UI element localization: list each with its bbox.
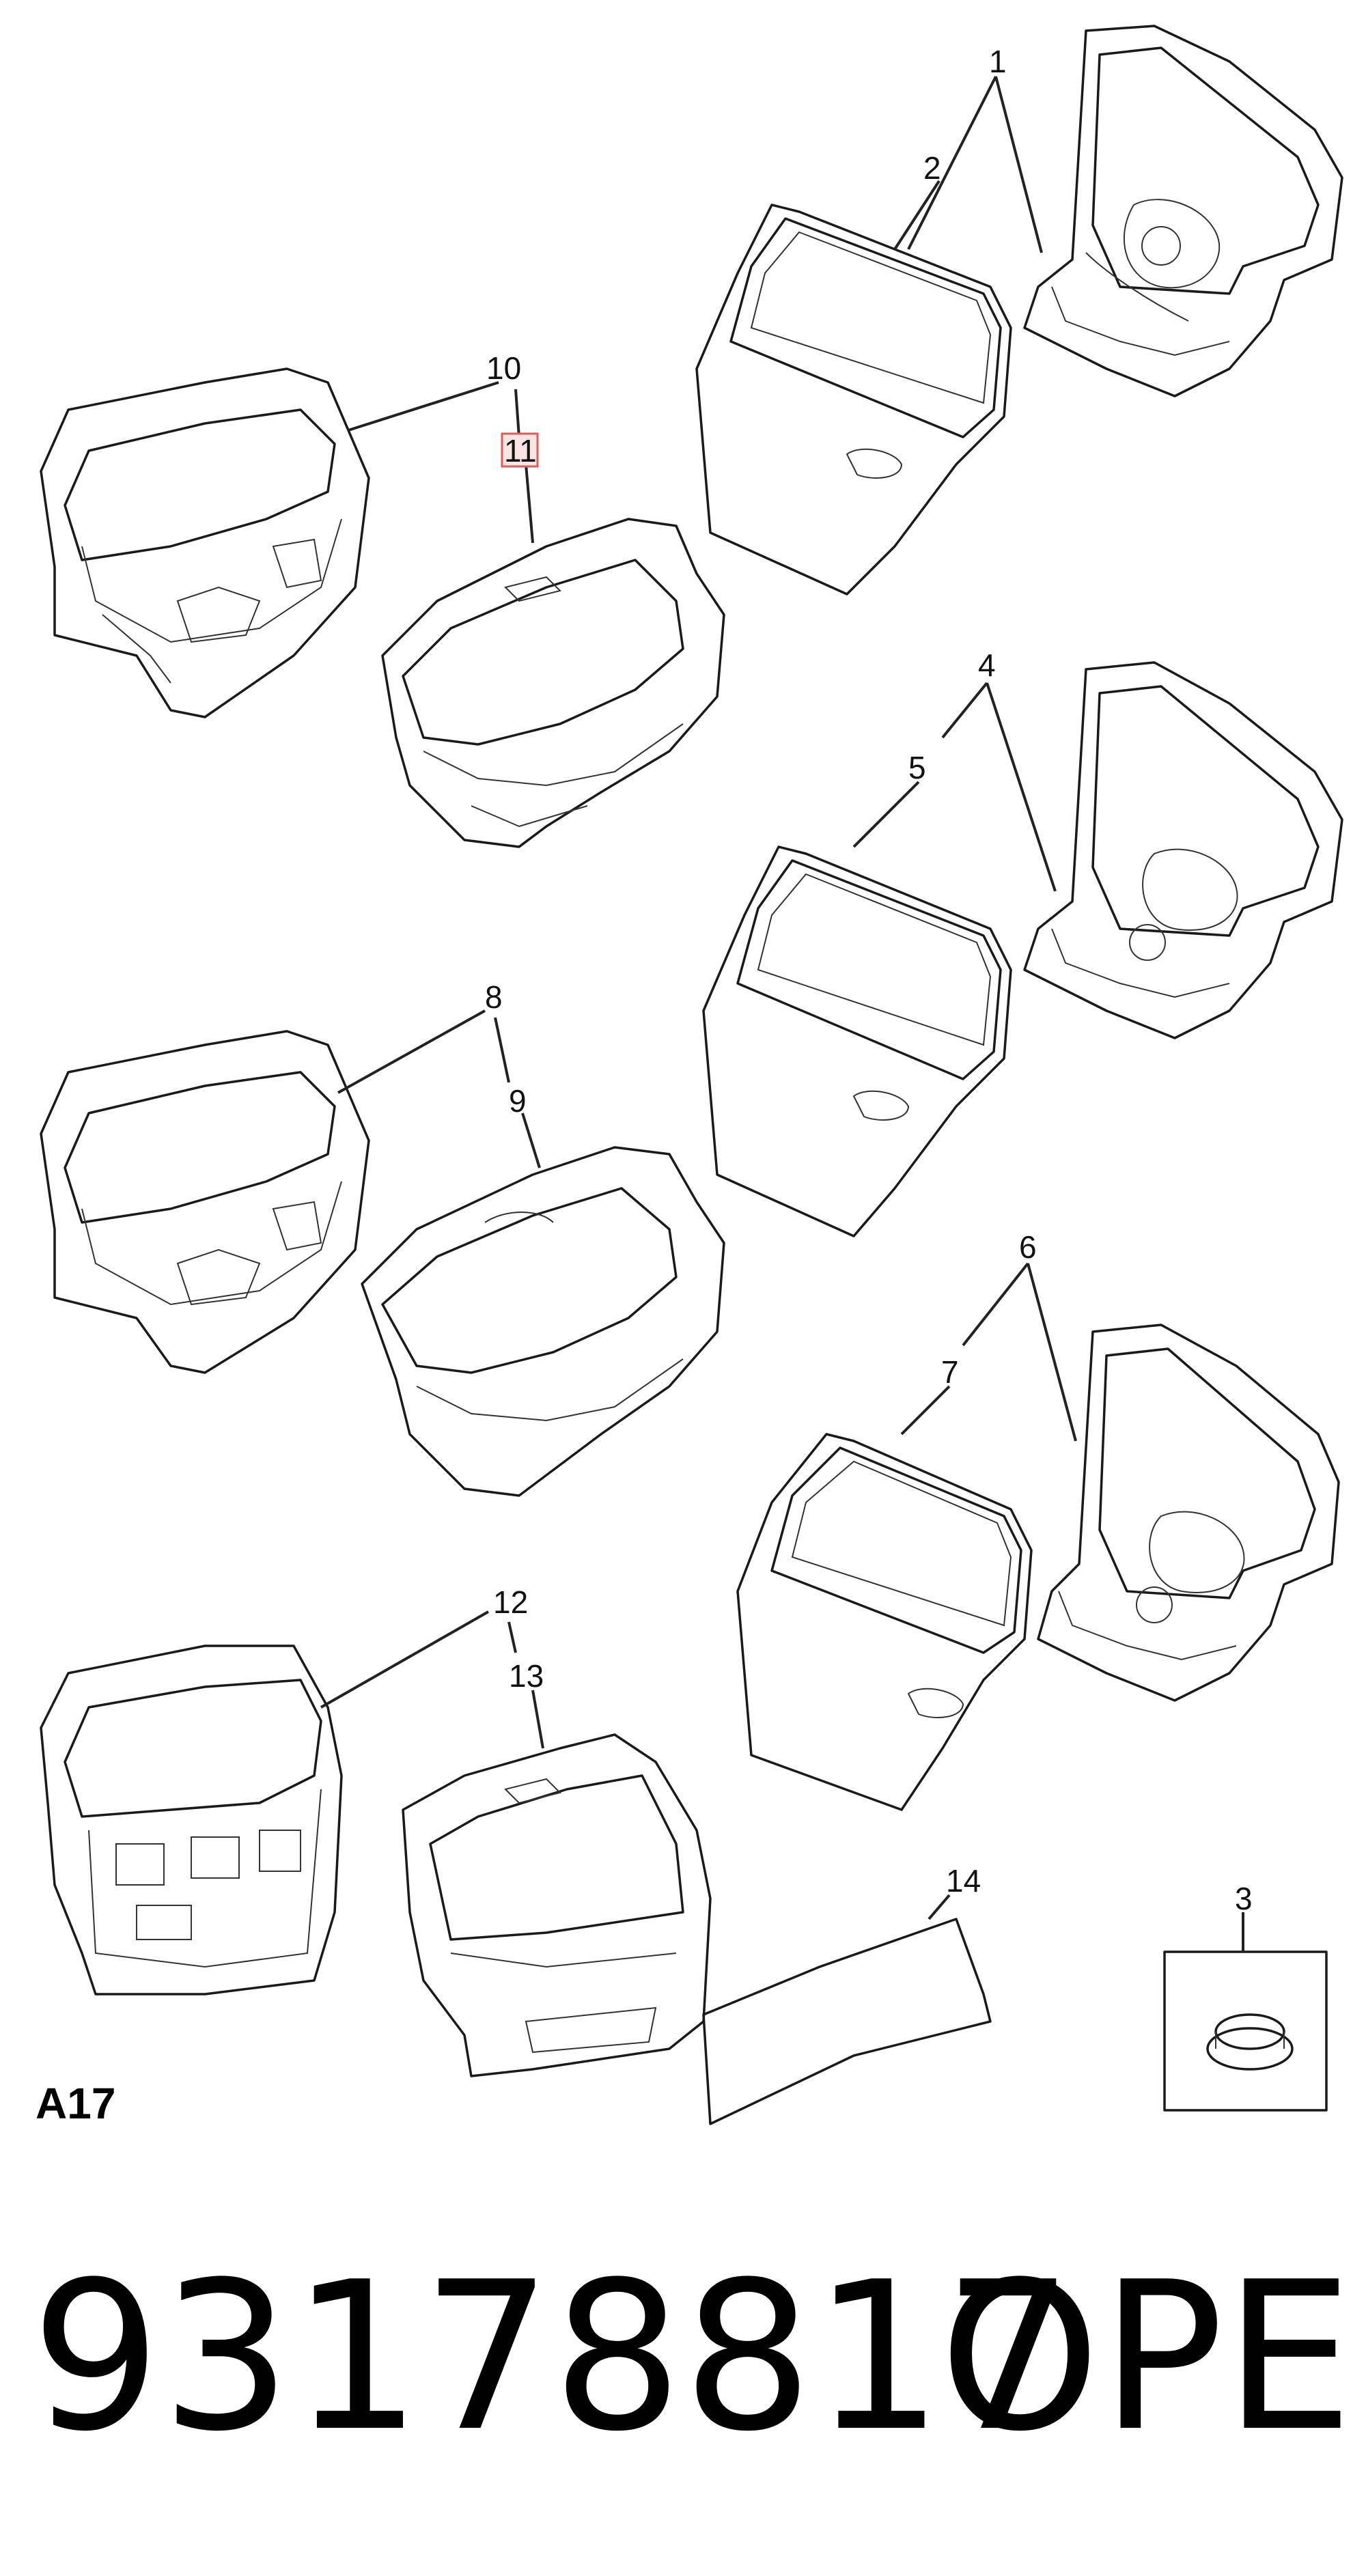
tailgate-inner-panel-10[interactable]: [40, 367, 370, 718]
rear-window-glass-14[interactable]: [702, 1918, 992, 2125]
callout-9: 9: [509, 1083, 527, 1119]
grommet-detail-box[interactable]: [1163, 1950, 1328, 2112]
rear-door-outer-panel-2[interactable]: [695, 204, 1012, 596]
callout-6: 6: [1019, 1229, 1037, 1265]
rear-door-inner-panel-1[interactable]: [1023, 25, 1343, 397]
leader-lines: [320, 76, 1244, 1952]
callout-2: 2: [923, 150, 941, 186]
callout-10: 10: [486, 350, 521, 386]
callout-11-highlight: [501, 432, 539, 468]
callout-14: 14: [946, 1863, 981, 1899]
callout-labels: 1 2 10 11 4 5 8 9 6 7 12 13 14 3: [485, 44, 1253, 1916]
rear-door-inner-panel-6[interactable]: [1037, 1324, 1340, 1702]
sheet-label: A17: [36, 2079, 115, 2128]
callout-12: 12: [493, 1584, 528, 1620]
part-number: 93178817: [31, 2238, 1074, 2476]
callout-11: 11: [504, 433, 537, 468]
tailgate-outer-panel-11[interactable]: [381, 518, 725, 848]
tailgate-inner-panel-12[interactable]: [40, 1644, 343, 1996]
rear-door-outer-panel-5[interactable]: [702, 845, 1012, 1237]
rear-door-inner-panel-4[interactable]: [1023, 661, 1343, 1039]
tailgate-inner-panel-8[interactable]: [40, 1030, 370, 1374]
tailgate-outer-panel-13[interactable]: [402, 1733, 712, 2077]
callout-3: 3: [1235, 1881, 1253, 1916]
rear-door-outer-panel-7[interactable]: [736, 1433, 1033, 1811]
callout-4: 4: [978, 647, 996, 683]
callout-8: 8: [485, 979, 503, 1015]
brand-name: OPEL: [939, 2238, 1366, 2476]
callout-7: 7: [941, 1354, 959, 1390]
tailgate-outer-panel-9[interactable]: [361, 1146, 725, 1497]
callout-5: 5: [908, 750, 926, 785]
callout-1: 1: [989, 44, 1007, 79]
callout-13: 13: [509, 1658, 544, 1694]
